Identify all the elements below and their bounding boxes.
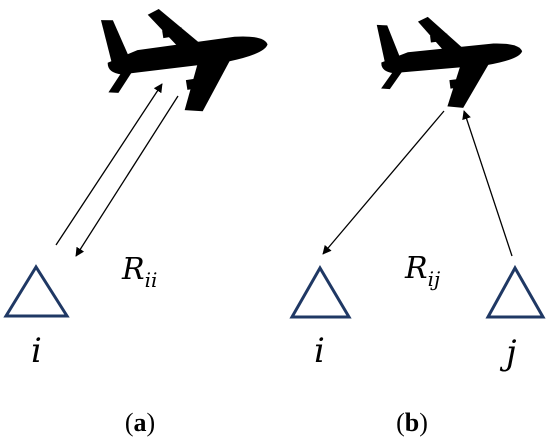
panel-b: Rij i j (b) <box>289 6 546 437</box>
airplane-icon <box>373 6 529 118</box>
airplane-icon <box>96 0 277 126</box>
echo-arrow-a <box>75 95 179 257</box>
triangle-icon <box>3 264 70 318</box>
caption-b: (b) <box>396 408 428 437</box>
receiver-label-i: i <box>314 331 325 371</box>
range-label-rii: Rii <box>121 252 157 292</box>
caption-a: (a) <box>125 408 155 437</box>
triangle-icon <box>485 264 546 319</box>
station-label-i: i <box>31 331 42 371</box>
range-label-rij: Rij <box>404 251 440 291</box>
transmit-arrow-from-j <box>462 110 513 257</box>
reflected-arrow-to-i <box>322 110 445 255</box>
transmitter-label-j: j <box>499 333 517 373</box>
panel-a: Rii i (a) <box>3 0 277 437</box>
transmit-arrow-a <box>55 83 163 246</box>
triangle-icon <box>289 265 352 319</box>
